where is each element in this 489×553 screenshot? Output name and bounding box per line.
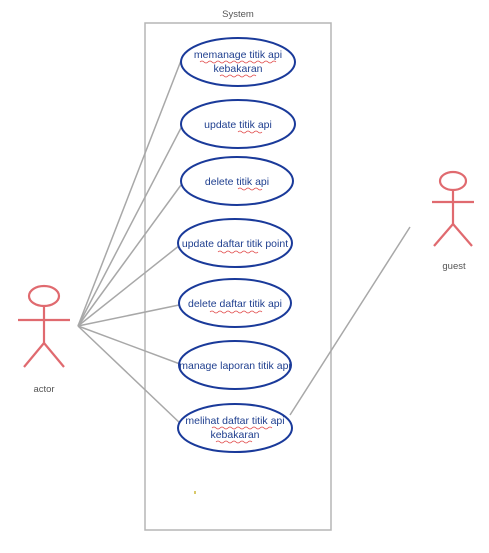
association-actor-uc5 [77, 304, 180, 327]
use-case-ellipse [178, 278, 292, 328]
use-case-delete-daftar-titik-api[interactable]: delete daftar titik api [178, 278, 292, 328]
spellcheck-underline [219, 74, 257, 78]
use-case-label: delete daftar titik api [188, 298, 282, 310]
use-case-label: update titik api [204, 119, 272, 131]
association-guest-uc7 [289, 226, 411, 416]
association-actor-uc1 [77, 57, 183, 327]
system-title: System [222, 9, 254, 20]
actor-left-leg [23, 342, 45, 368]
spellcheck-underline [237, 130, 263, 134]
use-case-melihat-daftar-titik-api-kebakaran[interactable]: melihat daftar titik api kebakaran [177, 403, 293, 453]
use-case-delete-titik-api[interactable]: delete titik api [180, 156, 294, 206]
use-case-label-line1: melihat daftar titik api [185, 415, 284, 427]
use-case-ellipse [180, 156, 294, 206]
use-case-label-line2: kebakaran [210, 429, 259, 441]
spellcheck-underline [217, 250, 259, 254]
actor-head [27, 284, 61, 308]
use-case-label: delete titik api [205, 176, 269, 188]
guest-head [438, 170, 468, 192]
guest-figure[interactable] [432, 170, 474, 247]
spellcheck-underline [237, 187, 263, 191]
guest-label: guest [442, 261, 466, 272]
actor-right-leg [43, 342, 65, 368]
actor-figure[interactable] [18, 284, 70, 368]
use-case-ellipse [180, 99, 296, 149]
spellcheck-underline [199, 60, 277, 64]
use-case-ellipse [178, 340, 292, 390]
association-actor-uc6 [77, 325, 181, 365]
use-case-memanage-titik-api-kebakaran[interactable]: memanage titik api kebakaran [180, 37, 296, 87]
association-actor-uc7 [77, 325, 183, 426]
actor-label: actor [33, 384, 54, 395]
use-case-label-line2: kebakaran [213, 63, 262, 75]
use-case-label-line1: memanage titik api [194, 49, 282, 61]
use-case-update-daftar-titik-point[interactable]: update daftar titik point [177, 218, 293, 268]
use-case-ellipse [177, 403, 293, 453]
association-actor-uc3 [77, 184, 182, 327]
use-case-update-titik-api[interactable]: update titik api [180, 99, 296, 149]
guest-left-leg [433, 223, 454, 247]
guest-right-leg [452, 223, 473, 247]
spellcheck-underline [209, 310, 263, 314]
use-case-manage-laporan-titik-api[interactable]: manage laporan titik api [178, 340, 292, 390]
association-actor-uc4 [77, 244, 181, 327]
use-case-label: update daftar titik point [182, 238, 288, 250]
spellcheck-underline [211, 426, 273, 430]
use-case-ellipse [180, 37, 296, 87]
actor-associations [77, 57, 183, 426]
use-case-ellipse [177, 218, 293, 268]
stray-mark [194, 491, 196, 494]
association-actor-uc2 [77, 125, 183, 327]
use-case-label: manage laporan titik api [179, 360, 291, 372]
spellcheck-underline [215, 440, 253, 444]
